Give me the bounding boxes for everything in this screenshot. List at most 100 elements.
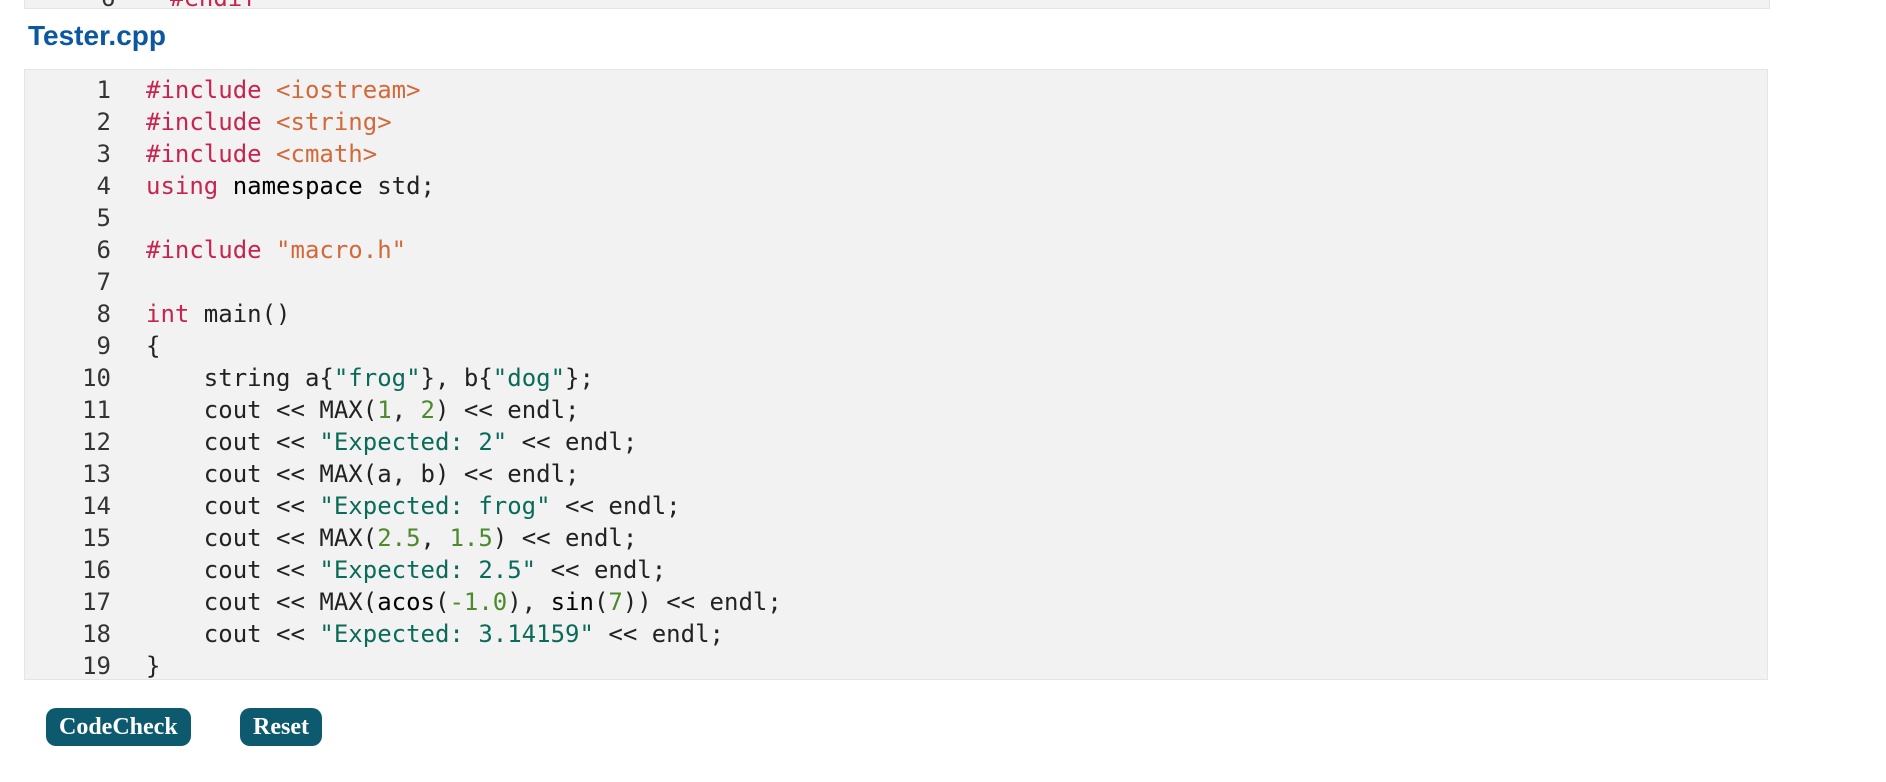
code-token: ) << endl; bbox=[435, 396, 580, 424]
code-token: << endl; bbox=[593, 620, 724, 648]
code-line: 17 cout << MAX(acos(-1.0), sin(7)) << en… bbox=[25, 586, 1767, 618]
code-token: << endl; bbox=[507, 428, 638, 456]
line-number: 3 bbox=[96, 140, 111, 168]
code-token: 2.5 bbox=[377, 524, 421, 552]
code-token: cout << bbox=[146, 492, 320, 520]
code-token: cout << MAX( bbox=[146, 396, 378, 424]
code-line: 8 int main() bbox=[25, 298, 1767, 330]
reset-button[interactable]: Reset bbox=[240, 708, 322, 746]
code-line: 3 #include <cmath> bbox=[25, 138, 1767, 170]
code-token: main() bbox=[189, 300, 291, 328]
code-token: "Expected: 2" bbox=[319, 428, 508, 456]
code-line: 6 #include "macro.h" bbox=[25, 234, 1767, 266]
code-token: << endl; bbox=[550, 492, 681, 520]
code-line: 13 cout << MAX(a, b) << endl; bbox=[25, 458, 1767, 490]
code-line: 14 cout << "Expected: frog" << endl; bbox=[25, 490, 1767, 522]
code-token: string a{ bbox=[146, 364, 334, 392]
code-token: sin bbox=[550, 588, 594, 616]
line-code: cout << "Expected: 3.14159" << endl; bbox=[146, 618, 724, 650]
line-code: using namespace std; bbox=[146, 170, 435, 202]
line-number: 9 bbox=[96, 332, 111, 360]
code-token: ) << endl; bbox=[492, 524, 638, 552]
line-number: 14 bbox=[82, 492, 111, 520]
previous-code-block: 6 #endif bbox=[24, 0, 1770, 9]
line-code: int main() bbox=[146, 298, 291, 330]
code-token: #include bbox=[146, 140, 262, 168]
code-token: "frog" bbox=[333, 364, 421, 392]
previous-line-code: #endif bbox=[170, 0, 257, 8]
code-token: using bbox=[146, 172, 219, 200]
code-line: 18 cout << "Expected: 3.14159" << endl; bbox=[25, 618, 1767, 650]
line-code: cout << "Expected: frog" << endl; bbox=[146, 490, 681, 522]
code-editor[interactable]: 1 #include <iostream> 2 #include <string> 3 #… bbox=[24, 69, 1768, 680]
code-line: 10 string a{"frog"}, b{"dog"}; bbox=[25, 362, 1767, 394]
code-token: 1 bbox=[377, 396, 392, 424]
code-token: ( bbox=[434, 588, 450, 616]
code-token: namespace bbox=[232, 172, 363, 200]
code-token: cout << MAX(a, b) << endl; bbox=[146, 460, 580, 488]
line-number: 19 bbox=[82, 652, 111, 680]
code-token: acos bbox=[377, 588, 435, 616]
codecheck-button[interactable]: CodeCheck bbox=[46, 708, 191, 746]
code-line: 9{ bbox=[25, 330, 1767, 362]
line-number: 16 bbox=[82, 556, 111, 584]
line-number: 12 bbox=[82, 428, 111, 456]
code-token: , bbox=[420, 524, 450, 552]
code-token: , bbox=[391, 396, 421, 424]
code-token: #include bbox=[146, 108, 262, 136]
previous-line-number: 6 bbox=[101, 0, 115, 8]
line-number: 17 bbox=[82, 588, 111, 616]
code-token: 7 bbox=[608, 588, 623, 616]
line-code: cout << MAX(2.5, 1.5) << endl; bbox=[146, 522, 638, 554]
code-token: ), bbox=[507, 588, 551, 616]
code-token: ( bbox=[593, 588, 609, 616]
code-token: 1.5 bbox=[449, 524, 493, 552]
code-token: <string> bbox=[276, 108, 392, 136]
line-number: 8 bbox=[96, 300, 111, 328]
line-number: 13 bbox=[82, 460, 111, 488]
code-token: int bbox=[146, 300, 190, 328]
line-code: cout << MAX(acos(-1.0), sin(7)) << endl; bbox=[146, 586, 782, 618]
line-number: 6 bbox=[96, 236, 111, 264]
code-token: "Expected: 2.5" bbox=[319, 556, 537, 584]
code-token: } bbox=[146, 652, 161, 680]
line-number: 10 bbox=[82, 364, 111, 392]
line-code: } bbox=[146, 650, 160, 682]
code-token: { bbox=[146, 332, 161, 360]
code-token: #include bbox=[146, 236, 262, 264]
line-number: 11 bbox=[82, 396, 111, 424]
code-line: 7 bbox=[25, 266, 1767, 298]
line-number: 15 bbox=[82, 524, 111, 552]
code-token bbox=[262, 108, 276, 136]
line-code: #include <string> bbox=[146, 106, 392, 138]
code-token: <cmath> bbox=[276, 140, 378, 168]
code-token: << endl; bbox=[536, 556, 667, 584]
line-code: cout << MAX(1, 2) << endl; bbox=[146, 394, 580, 426]
line-code: string a{"frog"}, b{"dog"}; bbox=[146, 362, 594, 394]
code-token bbox=[262, 236, 276, 264]
code-token: "macro.h" bbox=[276, 236, 407, 264]
line-number: 2 bbox=[96, 108, 111, 136]
code-token bbox=[218, 172, 232, 200]
line-code: cout << "Expected: 2" << endl; bbox=[146, 426, 637, 458]
code-line: 5 bbox=[25, 202, 1767, 234]
code-token: <iostream> bbox=[276, 76, 421, 104]
code-token: }, b{ bbox=[420, 364, 493, 392]
line-number: 1 bbox=[96, 76, 111, 104]
line-number: 7 bbox=[96, 268, 111, 296]
code-line: 19} bbox=[25, 650, 1767, 682]
code-token: 2 bbox=[420, 396, 435, 424]
code-token: cout << bbox=[146, 428, 320, 456]
code-token: "dog" bbox=[492, 364, 566, 392]
code-token: #include bbox=[146, 76, 262, 104]
line-code: cout << MAX(a, b) << endl; bbox=[146, 458, 580, 490]
code-token: )) << endl; bbox=[622, 588, 782, 616]
code-line: 16 cout << "Expected: 2.5" << endl; bbox=[25, 554, 1767, 586]
code-token: std; bbox=[362, 172, 435, 200]
code-line: 11 cout << MAX(1, 2) << endl; bbox=[25, 394, 1767, 426]
line-code: #include <cmath> bbox=[146, 138, 377, 170]
code-token: cout << MAX( bbox=[146, 524, 378, 552]
code-line: 15 cout << MAX(2.5, 1.5) << endl; bbox=[25, 522, 1767, 554]
